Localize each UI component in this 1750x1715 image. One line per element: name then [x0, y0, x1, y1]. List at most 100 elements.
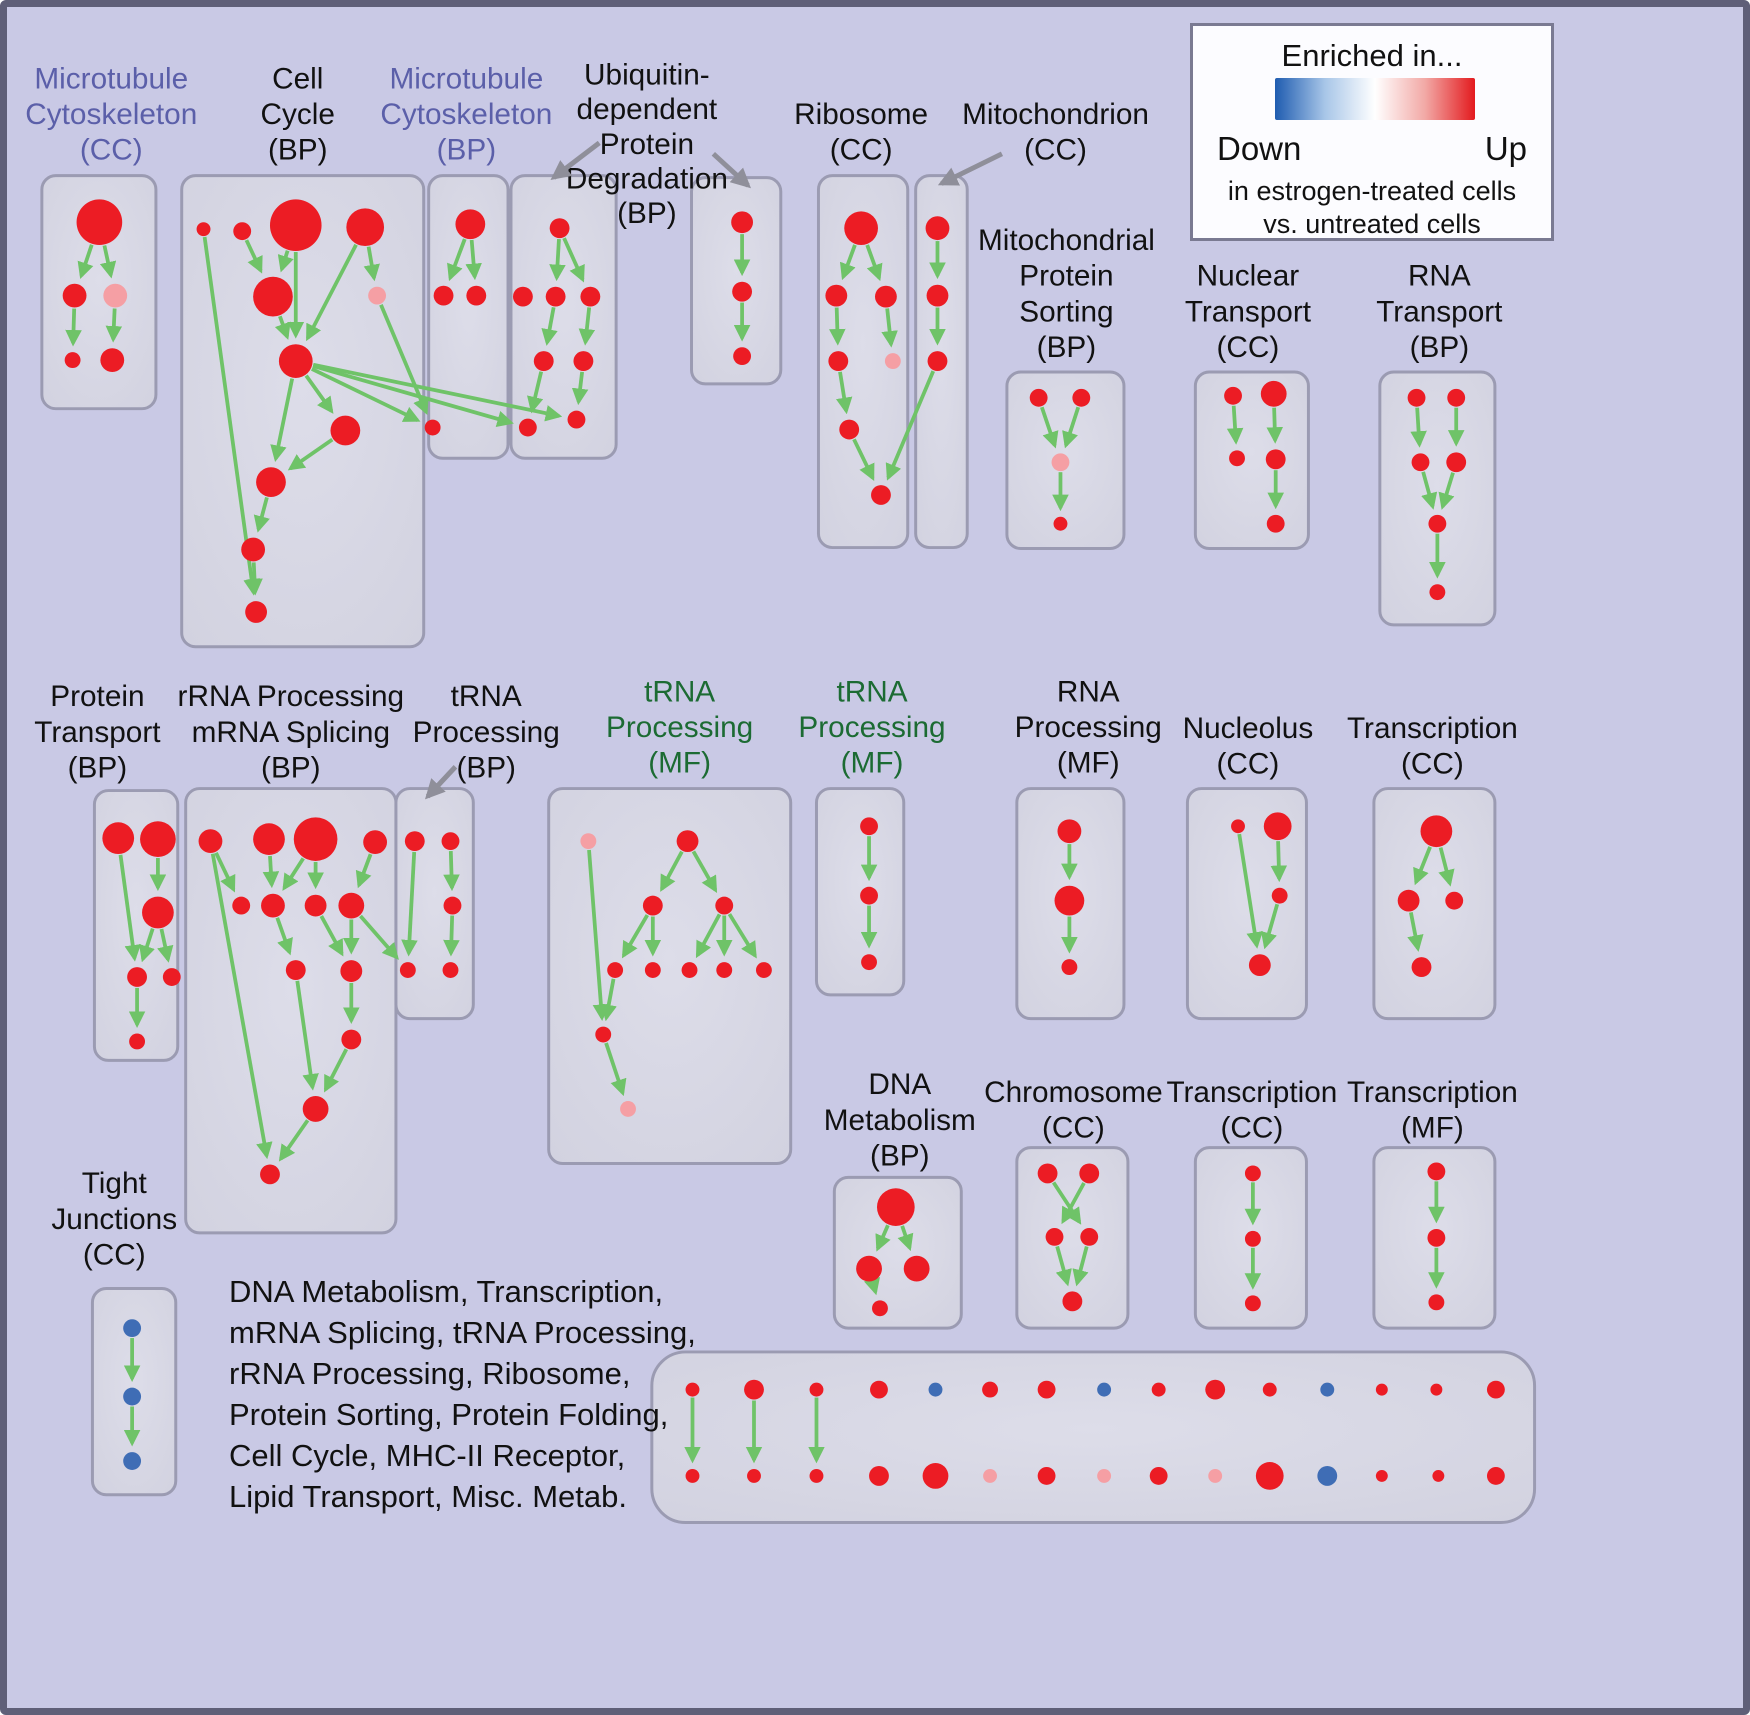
- go-term-node: [644, 962, 661, 979]
- relation-edge: [1260, 903, 1280, 950]
- go-term-node: [302, 1096, 329, 1122]
- go-term-node: [1397, 889, 1420, 912]
- go-term-node: [1263, 812, 1292, 841]
- go-term-node: [233, 222, 252, 241]
- go-term-node: [925, 216, 950, 241]
- go-term-node: [927, 351, 948, 372]
- cluster-box-rna-transport-bp: [1378, 370, 1497, 627]
- relation-edge: [312, 364, 514, 427]
- go-term-node: [1375, 1469, 1388, 1482]
- go-term-node: [1080, 1227, 1099, 1246]
- relation-edge: [277, 250, 294, 273]
- relation-edge: [1438, 847, 1455, 887]
- relation-edge: [99, 245, 117, 279]
- go-term-node: [1320, 1382, 1335, 1397]
- go-term-node: [871, 485, 891, 505]
- go-term-node: [404, 831, 425, 852]
- relation-edge: [355, 853, 373, 889]
- relation-edge: [865, 244, 883, 282]
- relation-edge: [312, 362, 563, 422]
- layer-edges: [65, 234, 1465, 1464]
- go-term-node: [715, 896, 734, 915]
- cluster-label-chromosome-cc: Chromosome(CC): [984, 1076, 1163, 1145]
- go-term-node: [512, 286, 533, 307]
- go-term-node: [100, 348, 125, 372]
- go-term-node: [926, 284, 949, 307]
- go-term-node: [260, 1164, 280, 1185]
- go-term-node: [1375, 1383, 1388, 1396]
- go-term-node: [755, 962, 772, 979]
- cluster-box-ubiquitin-degradation-bp-left: [509, 174, 618, 460]
- go-term-node: [1430, 1383, 1443, 1396]
- cluster-label-nucleolus-cc: Nucleolus(CC): [1183, 712, 1314, 781]
- go-term-node: [1045, 1227, 1064, 1246]
- relation-edge: [604, 1042, 627, 1097]
- cluster-box-transcription-cc-mid: [1372, 787, 1497, 1021]
- cluster-box-mixed-functions: [650, 1350, 1537, 1525]
- go-term-node: [747, 1468, 761, 1483]
- legend-subtitle-2: vs. untreated cells: [1263, 209, 1481, 239]
- relation-edge: [1407, 911, 1424, 952]
- go-term-node: [744, 1379, 764, 1400]
- label-pointer-arrow: [550, 140, 601, 180]
- go-term-node: [828, 351, 849, 372]
- relation-edge: [549, 238, 566, 282]
- relation-edge: [77, 244, 94, 280]
- go-term-node: [1248, 954, 1271, 977]
- misc-cluster-note: DNA Metabolism, Transcription, mRNA Spli…: [229, 1274, 696, 1514]
- cluster-label-transcription-cc-bottom: Transcription(CC): [1166, 1076, 1337, 1145]
- go-term-node: [1271, 887, 1288, 904]
- go-term-node: [1432, 1469, 1445, 1482]
- go-term-node: [1062, 1291, 1083, 1312]
- cluster-box-microtubule-cytoskeleton-cc: [40, 174, 158, 411]
- legend: Enriched in... Down Up in estrogen-treat…: [1190, 23, 1554, 241]
- legend-subtitle-1: in estrogen-treated cells: [1227, 176, 1517, 206]
- relation-edge: [578, 307, 596, 346]
- relation-edge: [319, 915, 344, 957]
- go-term-node: [549, 218, 570, 239]
- go-term-node: [607, 962, 624, 979]
- go-term-node: [1265, 449, 1286, 470]
- go-term-node: [278, 344, 313, 378]
- go-term-node: [1411, 453, 1430, 472]
- go-term-node: [340, 960, 363, 982]
- go-term-node: [1072, 388, 1091, 407]
- go-term-node: [1407, 388, 1426, 407]
- go-term-node: [685, 1382, 700, 1397]
- relation-edge: [401, 851, 418, 957]
- go-term-node: [1427, 1228, 1446, 1247]
- go-term-node: [127, 967, 147, 987]
- go-term-node: [875, 285, 897, 308]
- go-term-node: [142, 896, 174, 929]
- go-term-node: [261, 893, 285, 918]
- go-term-node: [1224, 386, 1242, 405]
- go-term-node: [1079, 1163, 1100, 1184]
- relation-edge: [65, 308, 82, 347]
- relation-edge: [202, 236, 260, 596]
- go-term-node: [928, 1382, 943, 1397]
- relation-edge: [1410, 407, 1427, 448]
- go-term-node: [1061, 959, 1078, 976]
- go-term-node: [1428, 514, 1447, 533]
- go-term-node: [1260, 380, 1287, 407]
- go-term-node: [545, 286, 566, 307]
- go-term-node: [1420, 815, 1453, 848]
- relation-edge: [274, 315, 291, 340]
- label-pointer-arrow: [711, 151, 751, 189]
- relation-edge: [897, 1225, 914, 1252]
- cluster-box-trna-processing-mf-small: [814, 787, 906, 997]
- go-term-node: [253, 276, 293, 317]
- relation-edge: [885, 370, 935, 481]
- go-term-node: [129, 1033, 146, 1050]
- go-term-node: [424, 419, 441, 436]
- go-term-node: [861, 954, 877, 971]
- go-term-node: [733, 347, 752, 366]
- relation-edge: [139, 928, 155, 963]
- relation-edge: [527, 371, 544, 414]
